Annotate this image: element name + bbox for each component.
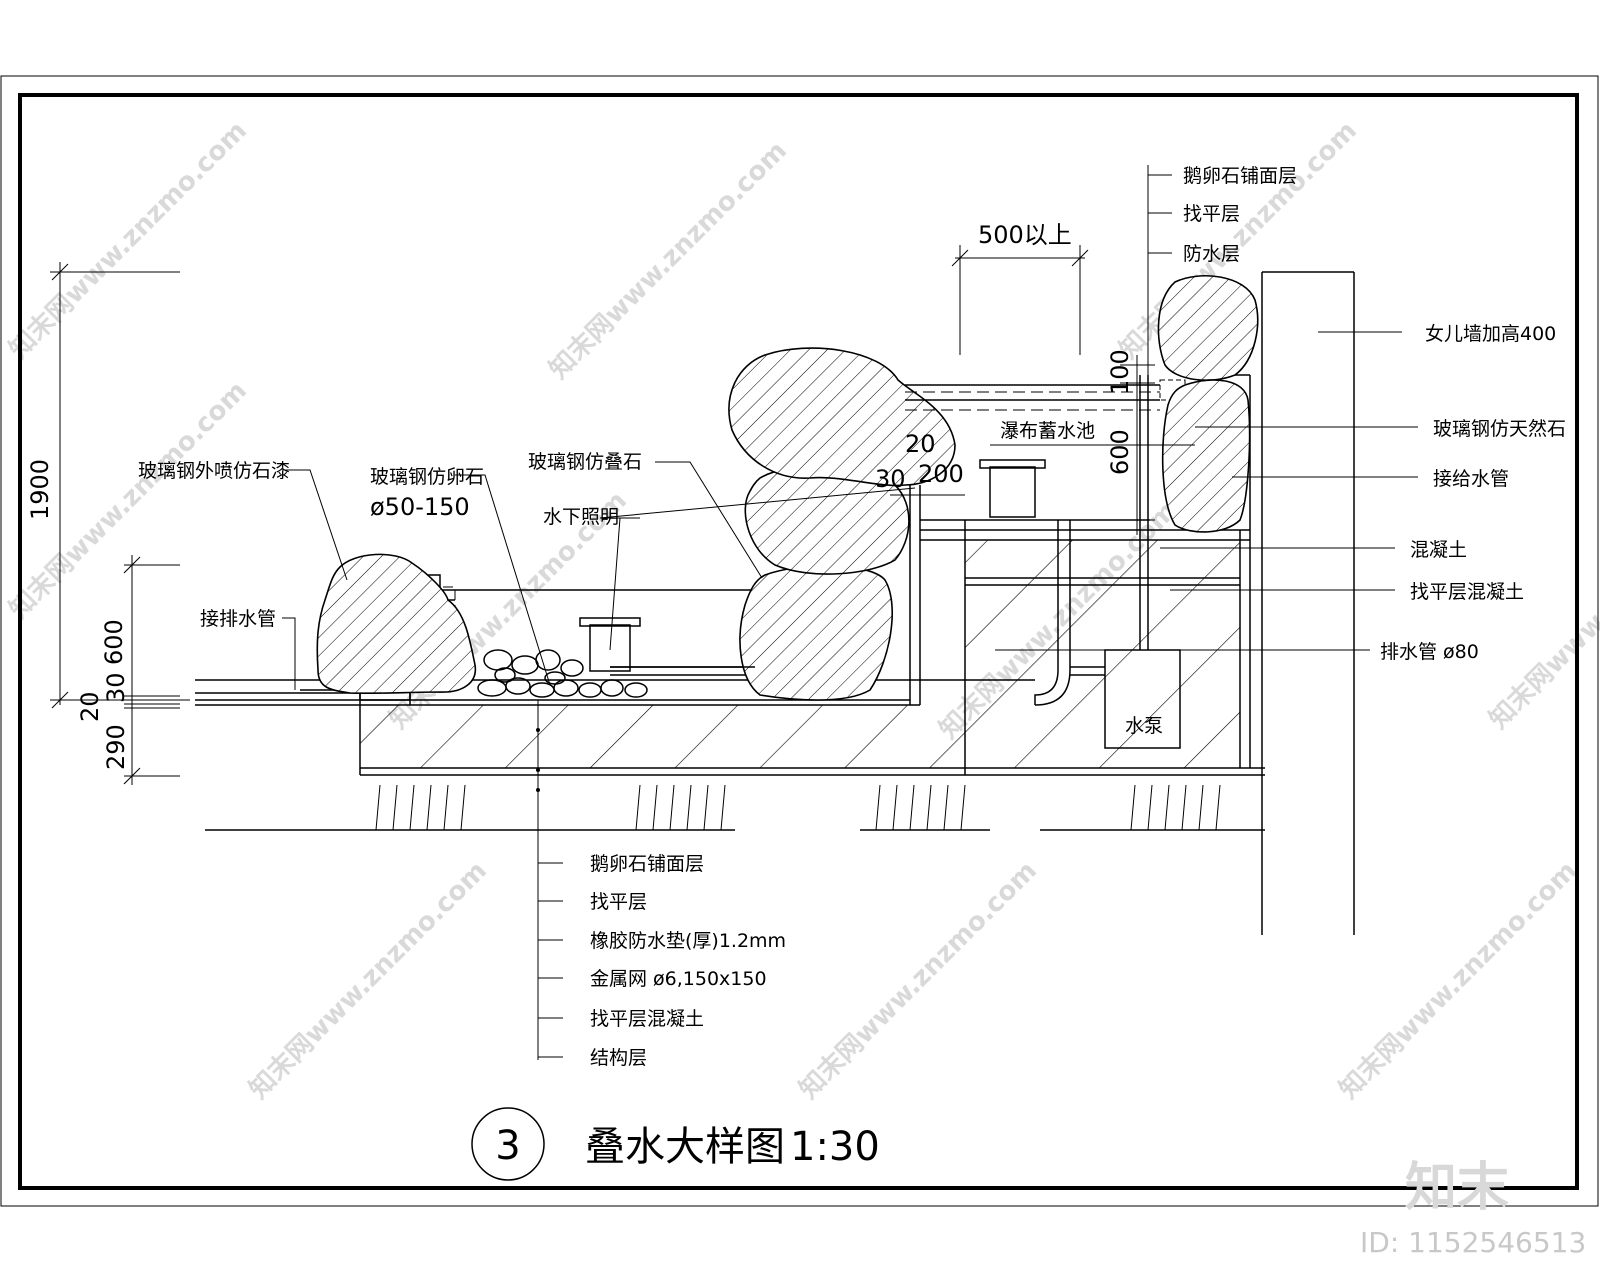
watermark-text: 知末网www.znzmo.com <box>1334 856 1583 1105</box>
watermark-text: 知末网www.znzmo.com <box>1484 486 1600 735</box>
dim-500-above: 500以上 <box>978 221 1072 249</box>
label-pebble-imitation: 玻璃钢仿卵石 <box>370 466 484 488</box>
dim-30-left: 30 <box>102 672 130 703</box>
label-top-waterproof-layer: 防水层 <box>1183 243 1240 265</box>
title-number-circle <box>471 1107 545 1181</box>
stacked-stone-top <box>728 347 956 487</box>
label-leveling-concrete-bottom: 找平层混凝土 <box>590 1008 704 1030</box>
right-fiberglass-rock <box>1161 379 1251 533</box>
image-id-text: ID: 1152546513 <box>1360 1226 1586 1259</box>
label-water-supply-pipe: 接给水管 <box>1433 468 1509 490</box>
label-metal-mesh: 金属网 ø6,150x150 <box>590 968 767 990</box>
label-stacked-stone: 玻璃钢仿叠石 <box>528 451 642 473</box>
title-number: 3 <box>495 1123 520 1169</box>
bottom-leader-stack <box>536 700 563 1060</box>
label-bottom-pebble-layer: 鹅卵石铺面层 <box>590 853 704 875</box>
label-waterfall-pool: 瀑布蓄水池 <box>1000 420 1095 442</box>
drawing-scale: 1:30 <box>790 1124 880 1170</box>
label-drain-pipe-80: 排水管 ø80 <box>1380 641 1479 663</box>
label-structural-layer: 结构层 <box>590 1047 647 1069</box>
label-underwater-light: 水下照明 <box>543 506 619 528</box>
inner-frame <box>18 93 1579 1190</box>
label-bottom-leveling-layer: 找平层 <box>590 891 647 913</box>
top-right-leader-stack <box>1147 165 1172 375</box>
label-leveling-concrete: 找平层混凝土 <box>1410 581 1524 603</box>
label-parapet-raise: 女儿墙加高400 <box>1425 323 1556 345</box>
parapet-wall <box>1225 271 1355 935</box>
dim-600-left: 600 <box>100 619 128 665</box>
dim-290: 290 <box>102 724 130 770</box>
dim-100-right: 100 <box>1106 349 1134 395</box>
dim-20-center: 20 <box>905 430 936 458</box>
left-fiberglass-rock <box>316 553 477 695</box>
label-rubber-waterproof-pad: 橡胶防水垫(厚)1.2mm <box>590 930 786 952</box>
drawing-title: 叠水大样图 <box>585 1124 785 1170</box>
leader-lines-left <box>282 461 916 690</box>
watermark-text: 知末网www.znzmo.com <box>544 136 793 385</box>
dim-20-left: 20 <box>76 691 104 722</box>
stacked-stone-bottom <box>739 565 894 701</box>
watermark-text: 知末网www.znzmo.com <box>4 116 253 365</box>
dim-1900: 1900 <box>26 459 54 520</box>
brand-watermark: 知末 <box>1405 1158 1509 1218</box>
watermark-text: 知末网www.znzmo.com <box>794 856 1043 1105</box>
right-top-rock <box>1157 275 1259 381</box>
outer-frame <box>0 75 1599 1207</box>
dim-200-center: 200 <box>918 460 964 488</box>
watermark-text: 知末网www.znzmo.com <box>244 856 493 1105</box>
top-dimension-500 <box>951 245 1089 355</box>
label-drain-pipe-connection: 接排水管 <box>200 608 276 630</box>
label-fiberglass-paint: 玻璃钢外喷仿石漆 <box>138 460 290 482</box>
leader-lines-right <box>995 331 1418 651</box>
left-dimension-chain <box>50 262 190 785</box>
dim-600-right: 600 <box>1106 429 1134 475</box>
label-concrete: 混凝土 <box>1410 539 1467 561</box>
label-top-leveling-layer: 找平层 <box>1183 203 1240 225</box>
label-pebble-size: ø50-150 <box>370 493 470 521</box>
dim-30-center: 30 <box>875 465 906 493</box>
label-natural-stone: 玻璃钢仿天然石 <box>1433 418 1566 440</box>
label-water-pump: 水泵 <box>1125 715 1163 737</box>
pebbles-group <box>477 649 648 698</box>
label-top-pebble-layer: 鹅卵石铺面层 <box>1183 165 1297 187</box>
